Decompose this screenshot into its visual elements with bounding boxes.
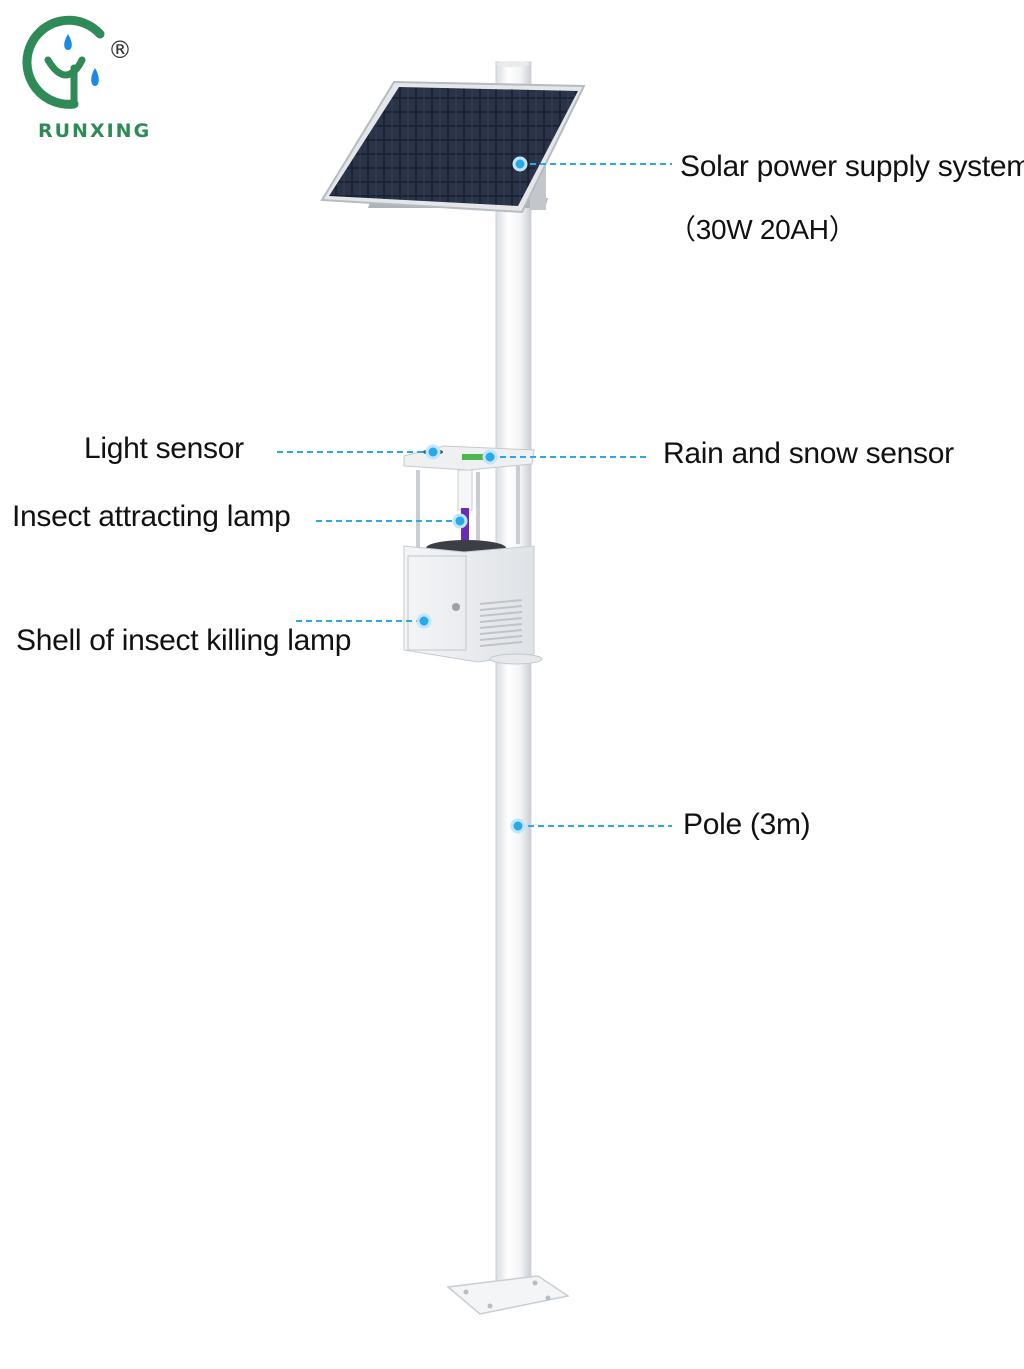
label-lamp-shell: Shell of insect killing lamp	[16, 624, 352, 657]
registered-mark: ®	[108, 36, 132, 64]
label-light-sensor: Light sensor	[84, 432, 244, 465]
label-insect-attracting-lamp: Insect attracting lamp	[12, 500, 291, 533]
leader-lines	[277, 163, 672, 827]
dot-shell	[416, 613, 432, 629]
pole	[446, 61, 570, 1315]
callout-dots	[416, 156, 528, 834]
dot-solar	[512, 156, 528, 172]
label-rain-snow-sensor: Rain and snow sensor	[663, 437, 954, 470]
runxing-logo	[22, 15, 105, 109]
dot-light	[425, 444, 441, 460]
brand-name: RUNXING	[38, 120, 152, 142]
lamp-shell	[403, 545, 543, 665]
label-solar-power-supply: Solar power supply system	[680, 150, 1024, 183]
dot-rain	[482, 449, 498, 465]
dot-pole	[510, 818, 526, 834]
label-pole: Pole (3m)	[683, 808, 811, 841]
dot-insect	[452, 513, 468, 529]
label-solar-spec: （30W 20AH）	[668, 214, 857, 245]
solar-panel	[320, 80, 586, 214]
